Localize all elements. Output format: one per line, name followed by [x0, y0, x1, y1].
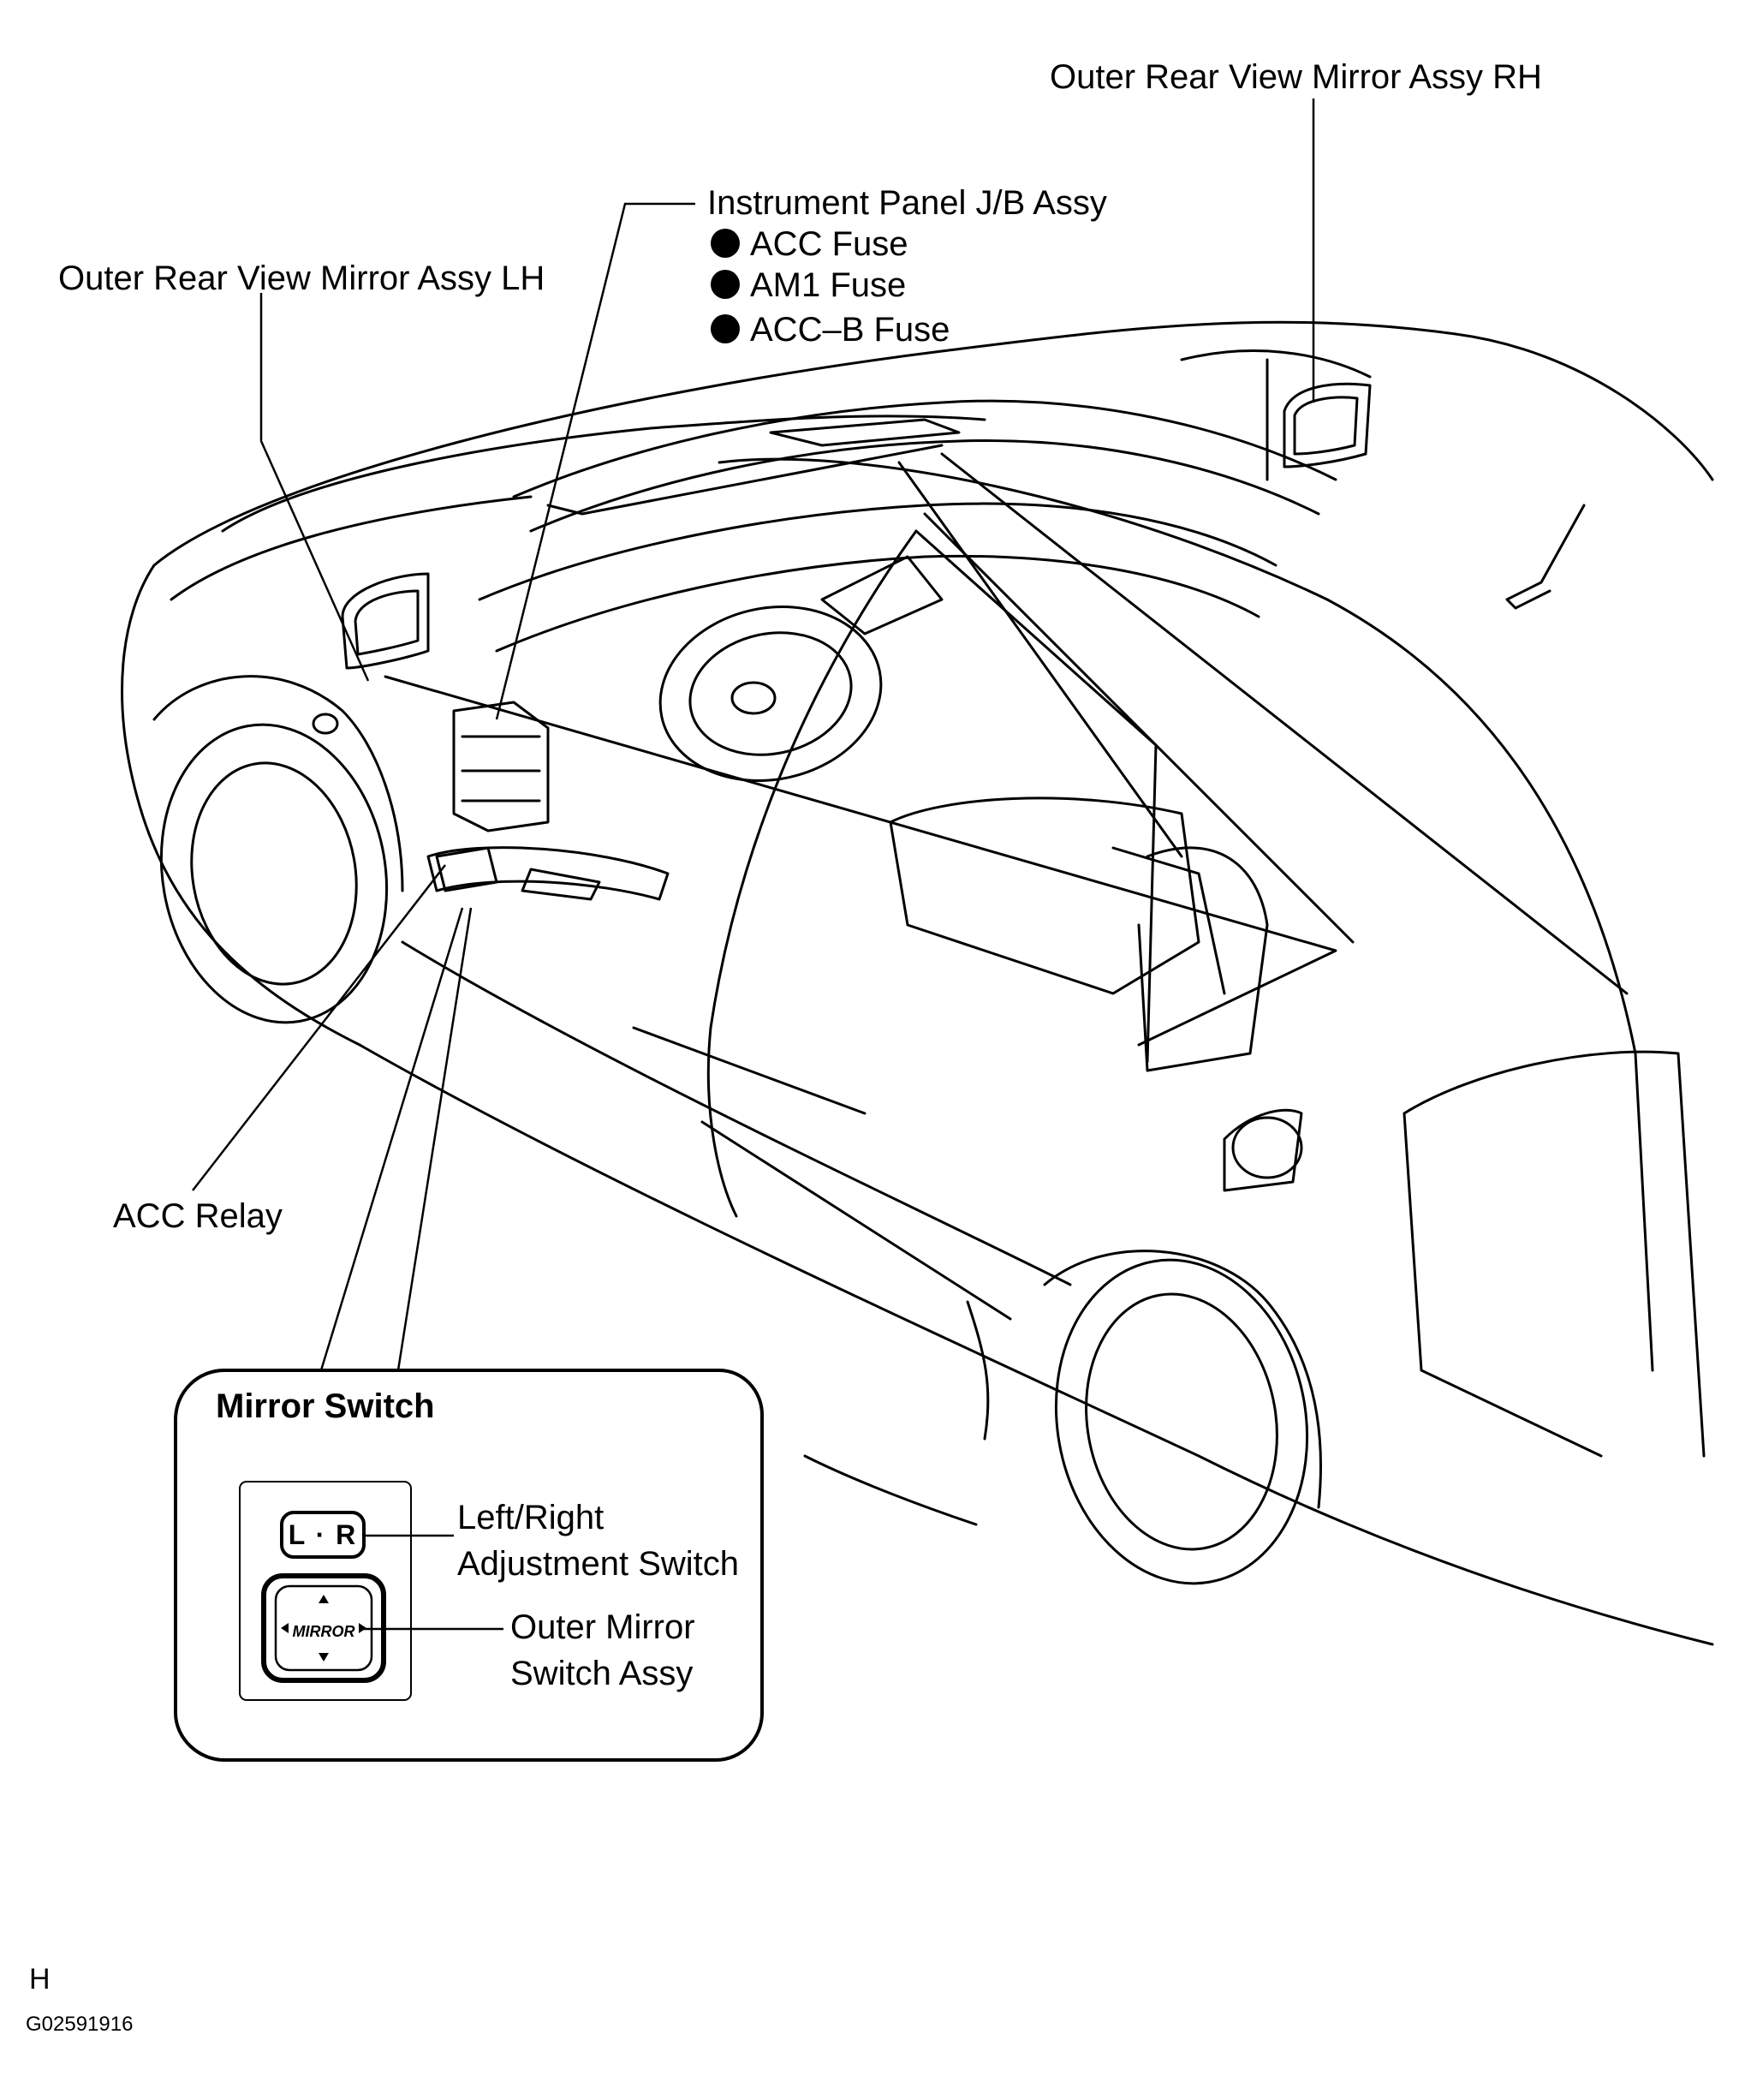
label-outer-line1: Outer Mirror	[510, 1608, 695, 1646]
fuse-label: ACC–B Fuse	[750, 311, 950, 349]
leader-relay	[192, 864, 446, 1191]
figure-letter: H	[29, 1963, 51, 1996]
label-lr-line2: Adjustment Switch	[457, 1545, 740, 1583]
figure-code: G02591916	[26, 2013, 134, 2036]
arrow-right-icon	[359, 1623, 366, 1633]
bullet-icon	[711, 270, 740, 299]
leader-inset-b	[396, 907, 473, 1371]
inset-box	[174, 1369, 764, 1762]
inset-title: Mirror Switch	[216, 1387, 435, 1425]
steering-wheel	[658, 606, 883, 782]
label-mirror-rh: Outer Rear View Mirror Assy RH	[1050, 58, 1542, 96]
fuse-label: AM1 Fuse	[750, 266, 907, 304]
arrow-up-icon	[319, 1595, 329, 1603]
mirror-button-label: MIRROR	[292, 1623, 355, 1640]
leader-lh	[259, 293, 370, 682]
dashboard	[478, 502, 1277, 601]
body-outline	[152, 320, 1714, 567]
seat	[1137, 846, 1269, 1072]
fuse-label: ACC Fuse	[750, 225, 908, 263]
fuse-item: ACC–B Fuse	[711, 313, 950, 347]
windshield	[512, 399, 1337, 498]
switch-panel	[239, 1481, 412, 1701]
leader-jb	[495, 202, 695, 720]
label-outer-line2: Switch Assy	[510, 1655, 694, 1692]
bullet-icon	[711, 314, 740, 343]
label-acc-relay: ACC Relay	[113, 1197, 283, 1235]
label-mirror-lh: Outer Rear View Mirror Assy LH	[58, 260, 545, 297]
fuse-item: ACC Fuse	[711, 227, 908, 261]
jb-assy-box	[452, 701, 550, 832]
arrow-left-icon	[281, 1623, 289, 1633]
label-lr-line1: Left/Right	[457, 1499, 604, 1536]
arrow-down-icon	[319, 1653, 329, 1662]
label-jb-assy: Instrument Panel J/B Assy	[707, 184, 1107, 222]
leader-inset-a	[319, 907, 464, 1371]
front-wheel	[159, 723, 389, 1024]
lr-button: L · R	[280, 1511, 366, 1559]
fuse-item: AM1 Fuse	[711, 268, 906, 302]
mirror-rh	[1283, 382, 1372, 468]
bullet-icon	[711, 229, 740, 258]
rear-wheel	[1054, 1258, 1309, 1585]
door-frame	[706, 529, 918, 1218]
